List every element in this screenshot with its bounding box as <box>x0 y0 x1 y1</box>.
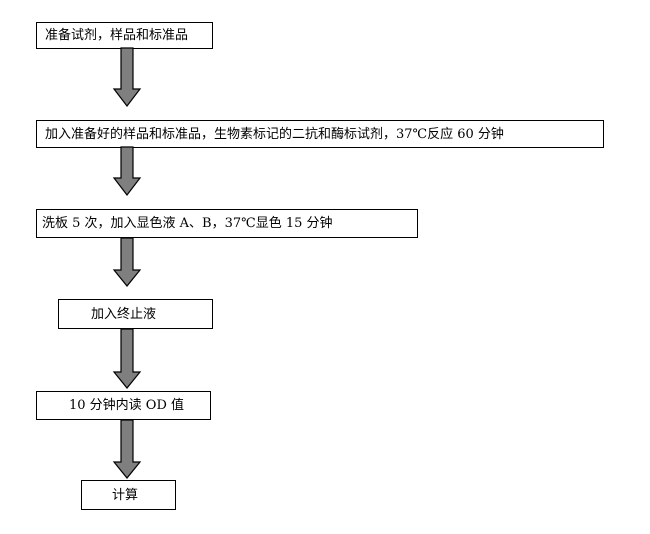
step-wash-develop-color: 洗板 5 次，加入显色液 A、B，37℃显色 15 分钟 <box>36 209 418 238</box>
step-add-samples-incubate: 加入准备好的样品和标准品，生物素标记的二抗和酶标试剂，37℃反应 60 分钟 <box>36 120 604 148</box>
arrow-down-4 <box>112 328 142 389</box>
step-wash-develop-color-label: 洗板 5 次，加入显色液 A、B，37℃显色 15 分钟 <box>42 216 333 231</box>
step-add-samples-incubate-label: 加入准备好的样品和标准品，生物素标记的二抗和酶标试剂，37℃反应 60 分钟 <box>45 126 504 142</box>
step-add-stop-solution-label: 加入终止液 <box>91 306 157 322</box>
step-calculate: 计算 <box>81 480 176 510</box>
step-calculate-label: 计算 <box>112 487 139 503</box>
arrow-down-3 <box>112 237 142 287</box>
step-prepare-reagents-label: 准备试剂，样品和标准品 <box>45 28 189 43</box>
step-prepare-reagents: 准备试剂，样品和标准品 <box>36 22 213 49</box>
step-read-od-value: 10 分钟内读 OD 值 <box>36 391 211 420</box>
step-read-od-value-label: 10 分钟内读 OD 值 <box>69 398 185 413</box>
arrow-down-2 <box>112 146 142 196</box>
arrow-down-1 <box>112 47 142 107</box>
arrow-down-5 <box>112 419 142 479</box>
step-add-stop-solution: 加入终止液 <box>58 299 213 329</box>
